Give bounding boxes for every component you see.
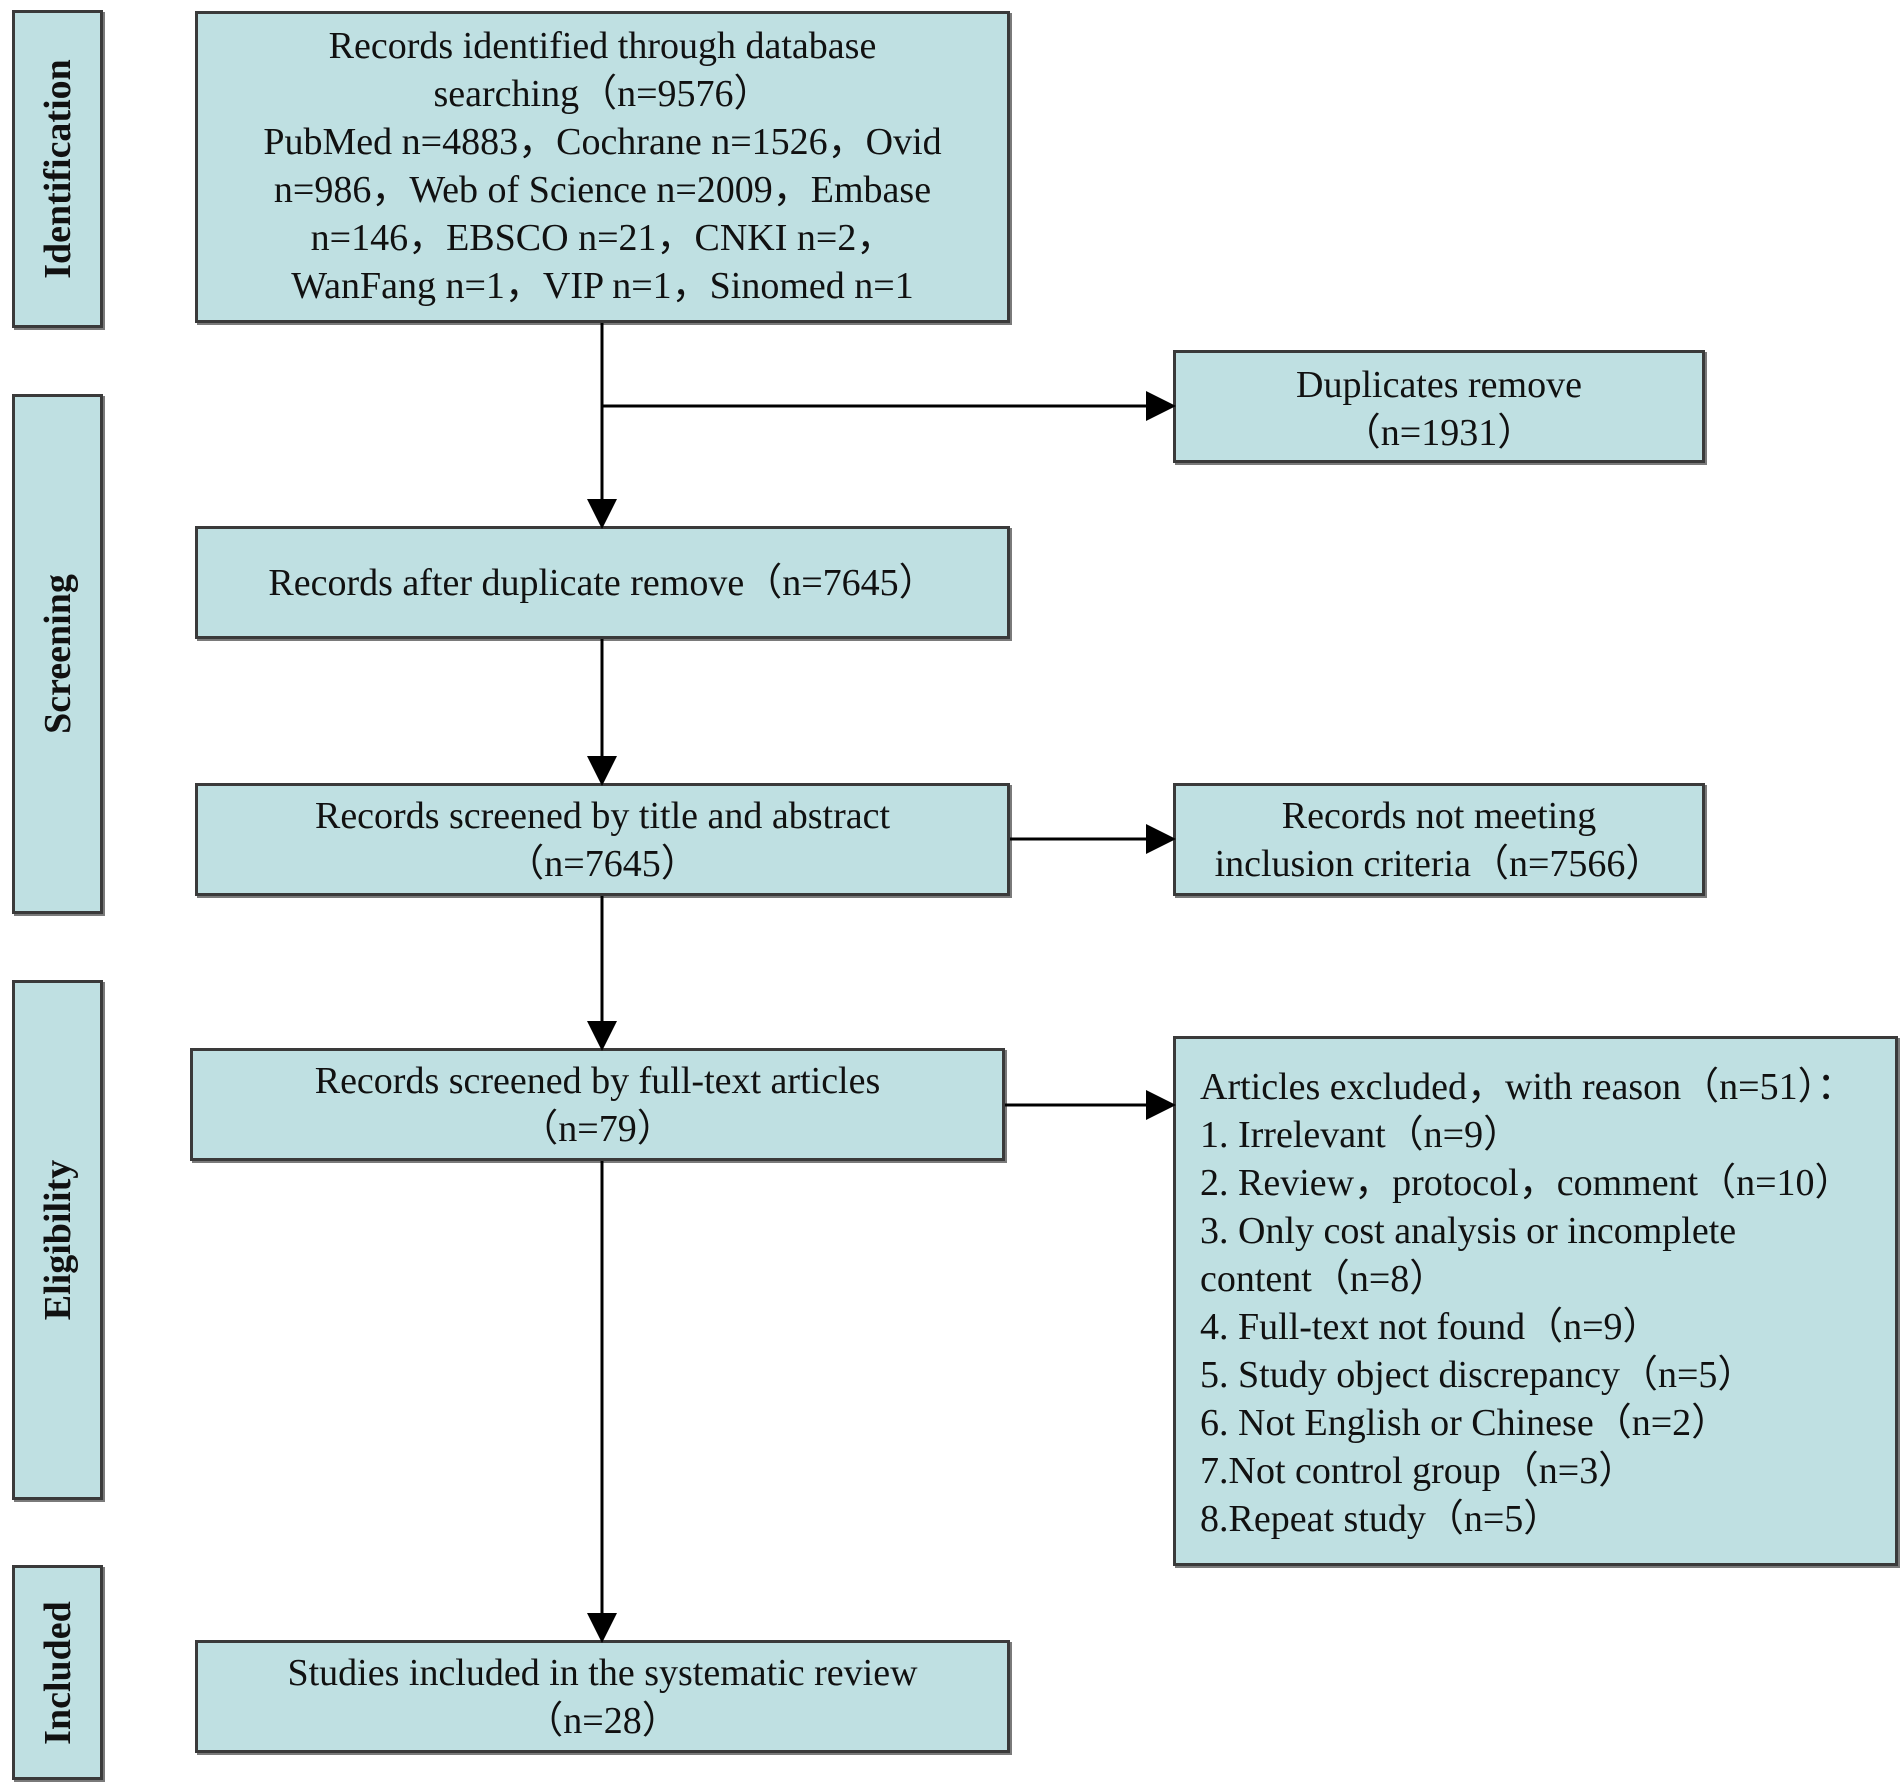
studies-included-box: Studies included in the systematic revie…: [195, 1640, 1010, 1753]
excluded-reason-7: 7.Not control group（n=3）: [1200, 1450, 1637, 1492]
identified-line-3: PubMed n=4883，Cochrane n=1526，Ovid: [263, 121, 942, 163]
excluded-reason-2: 2. Review，protocol，comment（n=10）: [1200, 1162, 1853, 1204]
included-line-1: Studies included in the systematic revie…: [287, 1652, 918, 1694]
title-abstract-line-2: （n=7645）: [506, 843, 699, 885]
identified-line-1: Records identified through database: [328, 25, 877, 67]
identified-line-5: n=146，EBSCO n=21，CNKI n=2，: [310, 217, 895, 259]
included-line-2: （n=28）: [525, 1700, 680, 1742]
duplicates-removed-box: Duplicates remove （n=1931）: [1173, 350, 1705, 463]
excluded-reason-1: 1. Irrelevant（n=9）: [1200, 1114, 1522, 1156]
identified-line-6: WanFang n=1，VIP n=1，Sinomed n=1: [291, 265, 914, 307]
after-duplicates-line-1: Records after duplicate remove（n=7645）: [268, 562, 937, 604]
excluded-reason-8: 8.Repeat study（n=5）: [1200, 1498, 1562, 1540]
phase-included: Included: [12, 1565, 103, 1780]
not-meeting-line-2: inclusion criteria（n=7566）: [1214, 843, 1664, 885]
articles-excluded-box: Articles excluded，with reason（n=51）： 1. …: [1173, 1036, 1898, 1566]
phase-screening: Screening: [12, 394, 103, 914]
records-after-duplicates-box: Records after duplicate remove（n=7645）: [195, 526, 1010, 639]
identified-line-4: n=986，Web of Science n=2009，Embase: [273, 169, 932, 211]
records-identified-box: Records identified through database sear…: [195, 11, 1010, 323]
excluded-reason-3a: 3. Only cost analysis or incomplete: [1200, 1210, 1737, 1252]
title-abstract-line-1: Records screened by title and abstract: [314, 795, 891, 837]
excluded-reason-6: 6. Not English or Chinese（n=2）: [1200, 1402, 1730, 1444]
duplicates-line-2: （n=1931）: [1342, 412, 1536, 454]
duplicates-line-1: Duplicates remove: [1296, 364, 1582, 406]
full-text-line-1: Records screened by full-text articles: [314, 1060, 881, 1102]
identified-line-2: searching（n=9576）: [433, 73, 772, 115]
full-text-screening-box: Records screened by full-text articles （…: [190, 1048, 1005, 1161]
not-meeting-criteria-box: Records not meeting inclusion criteria（n…: [1173, 783, 1705, 896]
not-meeting-line-1: Records not meeting: [1281, 795, 1597, 837]
excluded-reason-5: 5. Study object discrepancy（n=5）: [1200, 1354, 1756, 1396]
phase-eligibility: Eligibility: [12, 980, 103, 1500]
excluded-heading: Articles excluded，with reason（n=51）：: [1200, 1066, 1855, 1108]
phase-identification: Identification: [12, 10, 103, 328]
excluded-reason-4: 4. Full-text not found（n=9）: [1200, 1306, 1661, 1348]
excluded-reason-3b: content（n=8）: [1200, 1258, 1448, 1300]
full-text-line-2: （n=79）: [520, 1108, 675, 1150]
